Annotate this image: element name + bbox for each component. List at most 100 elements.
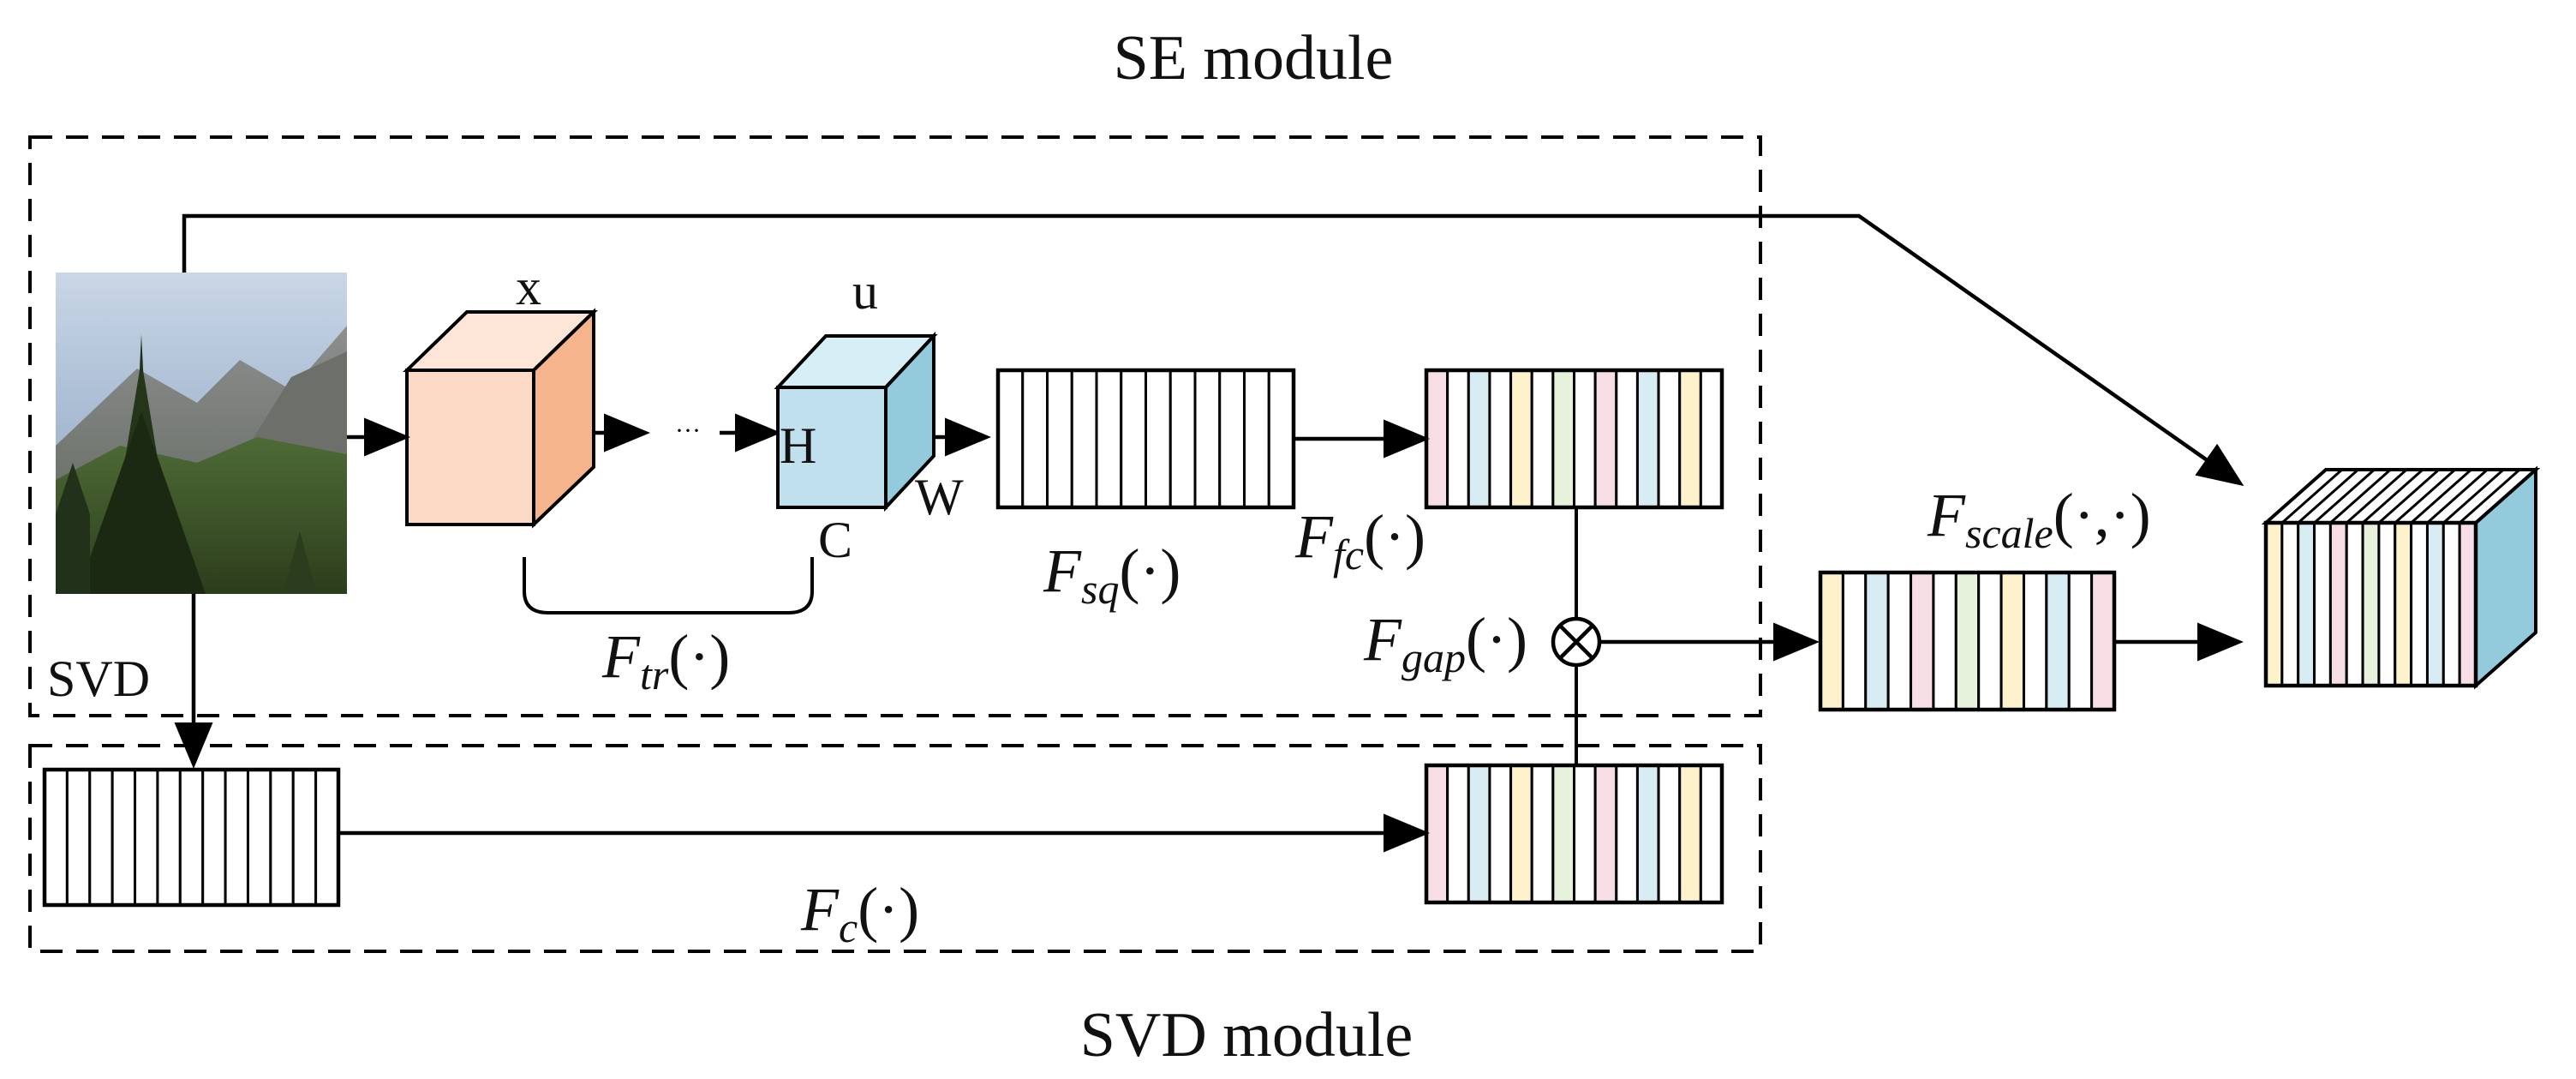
vector-channel-stripe bbox=[314, 768, 340, 907]
vector-channel-stripe bbox=[2045, 571, 2071, 711]
vector-channel-stripe bbox=[1678, 764, 1702, 904]
cube-u-label: u bbox=[852, 263, 878, 320]
vector-channel-stripe bbox=[1467, 369, 1491, 509]
se-module-title: SE module bbox=[1114, 23, 1394, 93]
output-cube-top-stripe bbox=[2362, 468, 2424, 525]
vector-channel-stripe bbox=[2090, 571, 2116, 711]
vector-channel-stripe bbox=[1551, 764, 1576, 904]
vector-channel-stripe bbox=[1593, 764, 1618, 904]
output-feature-cube-icon bbox=[2261, 465, 2541, 690]
vector-channel-stripe bbox=[1615, 764, 1639, 904]
vector-channel-stripe bbox=[1425, 369, 1449, 509]
f-fc-label: Ffc(·) bbox=[1294, 502, 1425, 578]
vector-channel-stripe bbox=[1886, 571, 1913, 711]
vector-channel-stripe bbox=[156, 768, 182, 907]
feature-map-cube-icon bbox=[774, 331, 938, 513]
svd-label: SVD bbox=[47, 650, 150, 707]
mountain-landscape-photo-icon bbox=[56, 273, 347, 594]
output-cube-front-stripe bbox=[2328, 521, 2348, 687]
vector-channel-stripe bbox=[1910, 571, 1935, 711]
f-scale-label: Fscale(·,·) bbox=[1927, 481, 2151, 557]
vector-channel-stripe bbox=[1635, 369, 1660, 509]
output-cube-front-stripe bbox=[2410, 521, 2429, 687]
f-tr-label: Ftr(·) bbox=[601, 622, 730, 698]
output-cube-top-stripe bbox=[2280, 468, 2343, 525]
vector-channel-stripe bbox=[1509, 369, 1533, 509]
vector-channel-stripe bbox=[246, 768, 272, 907]
vector-channel-stripe bbox=[1530, 369, 1555, 509]
vector-channel-stripe bbox=[1678, 369, 1702, 509]
output-cube-top-stripe bbox=[2426, 468, 2489, 525]
squeeze-vector bbox=[995, 368, 1296, 510]
vector-channel-stripe bbox=[201, 768, 227, 907]
vector-channel-stripe bbox=[1021, 369, 1049, 509]
vector-channel-stripe bbox=[1699, 369, 1724, 509]
cube-h-label: H bbox=[780, 417, 816, 474]
vector-channel-stripe bbox=[1841, 571, 1868, 711]
vector-channel-stripe bbox=[291, 768, 318, 907]
feature-map-cube-icon bbox=[403, 308, 598, 529]
cube-c-label: C bbox=[818, 512, 852, 568]
vector-channel-stripe bbox=[1954, 571, 1981, 711]
scale-vector bbox=[1818, 570, 2117, 712]
vector-outline bbox=[42, 767, 341, 908]
vector-channel-stripe bbox=[1699, 764, 1724, 904]
skip-connection-arrow bbox=[182, 213, 2244, 487]
output-cube-top-stripe bbox=[2442, 468, 2505, 525]
vector-channel-stripe bbox=[65, 768, 92, 907]
vector-channel-stripe bbox=[1425, 764, 1449, 904]
vector-channel-stripe bbox=[2067, 571, 2094, 711]
f-gap-label: Fgap(·) bbox=[1363, 605, 1527, 681]
vector-channel-stripe bbox=[1932, 571, 1957, 711]
vector-channel-stripe bbox=[1488, 369, 1513, 509]
vector-channel-stripe bbox=[1145, 369, 1172, 509]
vector-channel-stripe bbox=[1120, 369, 1147, 509]
vector-channel-stripe bbox=[1864, 571, 1890, 711]
vector-channel-stripe bbox=[224, 768, 249, 907]
f-tr-bracket bbox=[523, 557, 814, 614]
vector-channel-stripe bbox=[43, 768, 69, 907]
vector-channel-stripe bbox=[1095, 369, 1123, 509]
vector-channel-stripe bbox=[1530, 764, 1555, 904]
output-cube-front-stripe bbox=[2394, 521, 2413, 687]
fc-output-vector bbox=[1424, 368, 1724, 510]
se-module-boundary bbox=[28, 135, 1762, 717]
output-cube-top-stripe bbox=[2313, 468, 2376, 525]
vector-channel-stripe bbox=[1657, 369, 1682, 509]
output-cube-top-stripe bbox=[2410, 468, 2472, 525]
vector-channel-stripe bbox=[1267, 369, 1295, 509]
output-cube-front-stripe bbox=[2264, 521, 2284, 687]
output-cube-front-stripe bbox=[2345, 521, 2364, 687]
vector-channel-stripe bbox=[1509, 764, 1533, 904]
output-cube-top-stripe bbox=[2346, 468, 2408, 525]
vector-channel-stripe bbox=[1573, 764, 1597, 904]
output-cube-front-stripe bbox=[2313, 521, 2332, 687]
vector-channel-stripe bbox=[1977, 571, 2003, 711]
vector-channel-stripe bbox=[1467, 764, 1491, 904]
output-cube-front-stripe bbox=[2442, 521, 2461, 687]
output-cube-top-stripe bbox=[2394, 468, 2456, 525]
vector-channel-stripe bbox=[1819, 571, 1844, 711]
vector-channel-stripe bbox=[996, 369, 1025, 509]
output-cube-top-stripe bbox=[2329, 468, 2392, 525]
ellipsis-label: ··· bbox=[675, 417, 701, 445]
output-cube-front-stripe bbox=[2377, 521, 2397, 687]
output-cube-front-stripe bbox=[2280, 521, 2300, 687]
svd-module-title: SVD module bbox=[1080, 1000, 1414, 1070]
vector-channel-stripe bbox=[1999, 571, 2025, 711]
vector-channel-stripe bbox=[1446, 764, 1470, 904]
svd-input-vector bbox=[42, 767, 341, 908]
f-sq-label: Fsq(·) bbox=[1043, 537, 1180, 613]
vector-channel-stripe bbox=[1551, 369, 1576, 509]
vector-channel-stripe bbox=[1193, 369, 1222, 509]
output-cube-front-stripe bbox=[2297, 521, 2316, 687]
svd-module-boundary bbox=[28, 744, 1762, 953]
output-cube-front-outline bbox=[2263, 520, 2478, 688]
vector-channel-stripe bbox=[2022, 571, 2048, 711]
vector-channel-stripe bbox=[88, 768, 114, 907]
vector-channel-stripe bbox=[178, 768, 205, 907]
vector-channel-stripe bbox=[1488, 764, 1513, 904]
multiply-operator-icon bbox=[1551, 616, 1602, 668]
